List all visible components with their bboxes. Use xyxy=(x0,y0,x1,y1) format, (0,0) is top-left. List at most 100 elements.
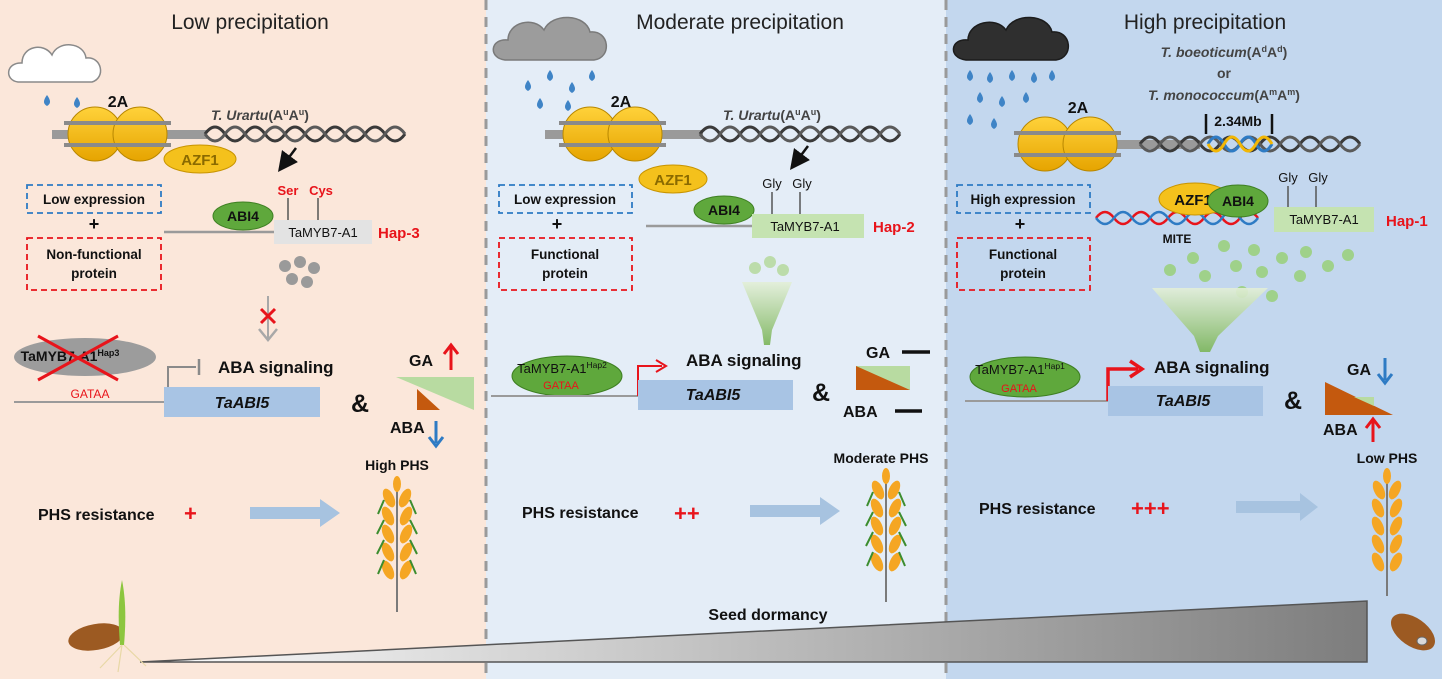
resistance-arrow-moderate xyxy=(750,497,840,525)
ga-label-high: GA xyxy=(1347,362,1371,379)
cloud-dark-icon xyxy=(952,16,1070,61)
motif-label-moderate: GATAA xyxy=(543,380,579,392)
dormant-seed-icon xyxy=(1391,613,1435,651)
protein-label-line1-low: Non-functional xyxy=(46,247,141,262)
protein-dots-high xyxy=(1164,240,1354,302)
resistance-label-moderate: PHS resistance xyxy=(522,505,639,522)
residue-1-high: Gly xyxy=(1278,170,1298,185)
panel-high-title: High precipitation xyxy=(1124,11,1286,34)
abi4-protein-high xyxy=(1207,184,1269,218)
resistance-marks-low: + xyxy=(184,501,197,526)
residue-1-moderate: Gly xyxy=(762,176,782,191)
plus-sign-high: + xyxy=(1015,214,1026,234)
target-gene-label-low: TaABI5 xyxy=(215,395,271,412)
chromosome-low xyxy=(52,106,407,162)
species-label-moderate: T. Urartu(AuAu) xyxy=(723,107,821,123)
azf1-label-low: AZF1 xyxy=(181,152,219,169)
signaling-label-low: ABA signaling xyxy=(218,358,334,377)
ga-triangle-low xyxy=(396,377,474,410)
gene-box-label-moderate: TaMYB7-A1 xyxy=(770,219,839,234)
rain-drops-heavy-icon xyxy=(967,70,1055,129)
gene-box-moderate xyxy=(752,214,864,238)
expression-label-high: High expression xyxy=(970,192,1075,207)
azf1-protein-low xyxy=(163,144,237,174)
signaling-label-high: ABA signaling xyxy=(1154,358,1270,377)
factor-ellipse-low xyxy=(14,338,156,376)
panel-low-title: Low precipitation xyxy=(171,11,329,34)
motif-label-low: GATAA xyxy=(71,387,110,401)
ampersand-low: & xyxy=(351,390,369,418)
signaling-label-moderate: ABA signaling xyxy=(686,351,802,370)
residue-2-high: Gly xyxy=(1308,170,1328,185)
protein-box-low xyxy=(26,237,162,291)
insert-size-label-high: 2.34Mb xyxy=(1214,113,1261,129)
protein-label-line2-moderate: protein xyxy=(542,266,588,281)
expression-label-low: Low expression xyxy=(43,192,145,207)
aba-label-high: ABA xyxy=(1323,422,1358,439)
residue-2-low: Cys xyxy=(309,183,333,198)
gene-box-label-high: TaMYB7-A1 xyxy=(1289,212,1358,227)
gene-box-low xyxy=(274,220,372,244)
mutation-pointer-arrow-low xyxy=(278,147,298,172)
abi4-protein-moderate xyxy=(693,195,755,225)
signal-funnel-high xyxy=(1152,288,1268,352)
target-gene-box-high xyxy=(1108,386,1263,416)
ga-label-low: GA xyxy=(409,353,433,370)
expression-label-moderate: Low expression xyxy=(514,192,616,207)
phs-level-moderate: Moderate PHS xyxy=(834,450,929,466)
motif-label-high: GATAA xyxy=(1001,383,1037,395)
chromosome-label-high: 2A xyxy=(1068,100,1089,117)
factor-ellipse-high xyxy=(969,356,1081,398)
aba-label-moderate: ABA xyxy=(843,404,878,421)
signal-funnel-moderate xyxy=(742,282,792,345)
phs-level-high: Low PHS xyxy=(1357,450,1418,466)
wheat-spike-icon-low xyxy=(376,476,418,612)
resistance-arrow-low xyxy=(250,499,340,527)
haplotype-label-low: Hap-3 xyxy=(378,225,420,242)
wheat-spike-icon-high xyxy=(1371,468,1403,596)
azf1-protein-moderate xyxy=(638,164,708,194)
mutation-pointer-arrow-moderate xyxy=(790,145,810,170)
plus-sign-moderate: + xyxy=(552,214,563,234)
resistance-label-high: PHS resistance xyxy=(979,501,1096,518)
gene-box-label-low: TaMYB7-A1 xyxy=(288,225,357,240)
residue-2-moderate: Gly xyxy=(792,176,812,191)
panel-moderate-background xyxy=(486,0,946,679)
knockout-cross-icon xyxy=(37,334,119,382)
panel-high-background xyxy=(946,0,1442,679)
target-gene-box-low xyxy=(164,387,320,417)
cloud-light-icon xyxy=(8,44,102,83)
aba-label-low: ABA xyxy=(390,420,425,437)
chromosome-high xyxy=(1014,116,1362,172)
aba-triangle-moderate xyxy=(856,366,910,390)
blocked-arrow-head-low xyxy=(258,328,278,342)
species-2-label-high: T. monococcum(AmAm) xyxy=(1148,87,1300,103)
phs-level-low: High PHS xyxy=(365,457,429,473)
target-gene-label-high: TaABI5 xyxy=(1156,393,1212,410)
chromosome-moderate xyxy=(545,106,902,162)
panel-moderate-title: Moderate precipitation xyxy=(636,11,844,34)
wheat-spike-icon-moderate xyxy=(865,468,907,602)
block-cross-icon xyxy=(259,307,277,325)
species-1-label-high: T. boeoticum(AdAd) xyxy=(1161,44,1288,60)
ga-down-arrow-icon xyxy=(1376,358,1394,386)
cloud-grey-icon xyxy=(492,16,608,61)
aba-up-arrow-icon xyxy=(1364,416,1382,442)
or-label-high: or xyxy=(1217,65,1232,81)
ampersand-high: & xyxy=(1284,387,1302,415)
chromosome-label-moderate: 2A xyxy=(611,94,632,111)
resistance-label-low: PHS resistance xyxy=(38,507,155,524)
protein-box-moderate xyxy=(498,237,633,291)
protein-dots-low xyxy=(279,256,320,288)
factor-label-high: TaMYB7-A1Hap1 xyxy=(975,361,1065,377)
resistance-marks-moderate: ++ xyxy=(674,501,700,526)
azf1-label-moderate: AZF1 xyxy=(654,172,692,189)
plus-sign-low: + xyxy=(89,214,100,234)
abi4-label-low: ABI4 xyxy=(227,208,259,224)
ga-label-moderate: GA xyxy=(866,345,890,362)
haplotype-label-high: Hap-1 xyxy=(1386,213,1428,230)
factor-label-low: TaMYB7-A1Hap3 xyxy=(21,348,120,364)
seed-dormancy-label: Seed dormancy xyxy=(708,607,827,624)
protein-label-line1-moderate: Functional xyxy=(531,247,599,262)
